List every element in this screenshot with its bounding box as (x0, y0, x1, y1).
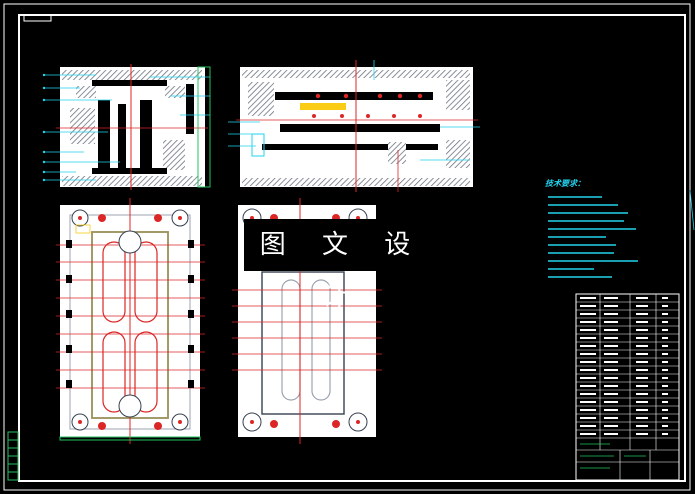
parts-list-table (575, 293, 680, 481)
plan-view-left (56, 198, 205, 444)
section-view-right (228, 60, 480, 192)
left-edge-marks (7, 431, 19, 481)
right-edge-mark (689, 189, 695, 231)
outer-border (3, 3, 691, 491)
section-view-left (42, 64, 211, 190)
tech-notes-lines (548, 196, 638, 278)
inner-border (18, 14, 686, 482)
watermark-text: 图 文 设 计 (244, 219, 440, 312)
tech-requirements-title: 技术要求： (545, 179, 585, 188)
top-left-label-box (23, 14, 52, 22)
